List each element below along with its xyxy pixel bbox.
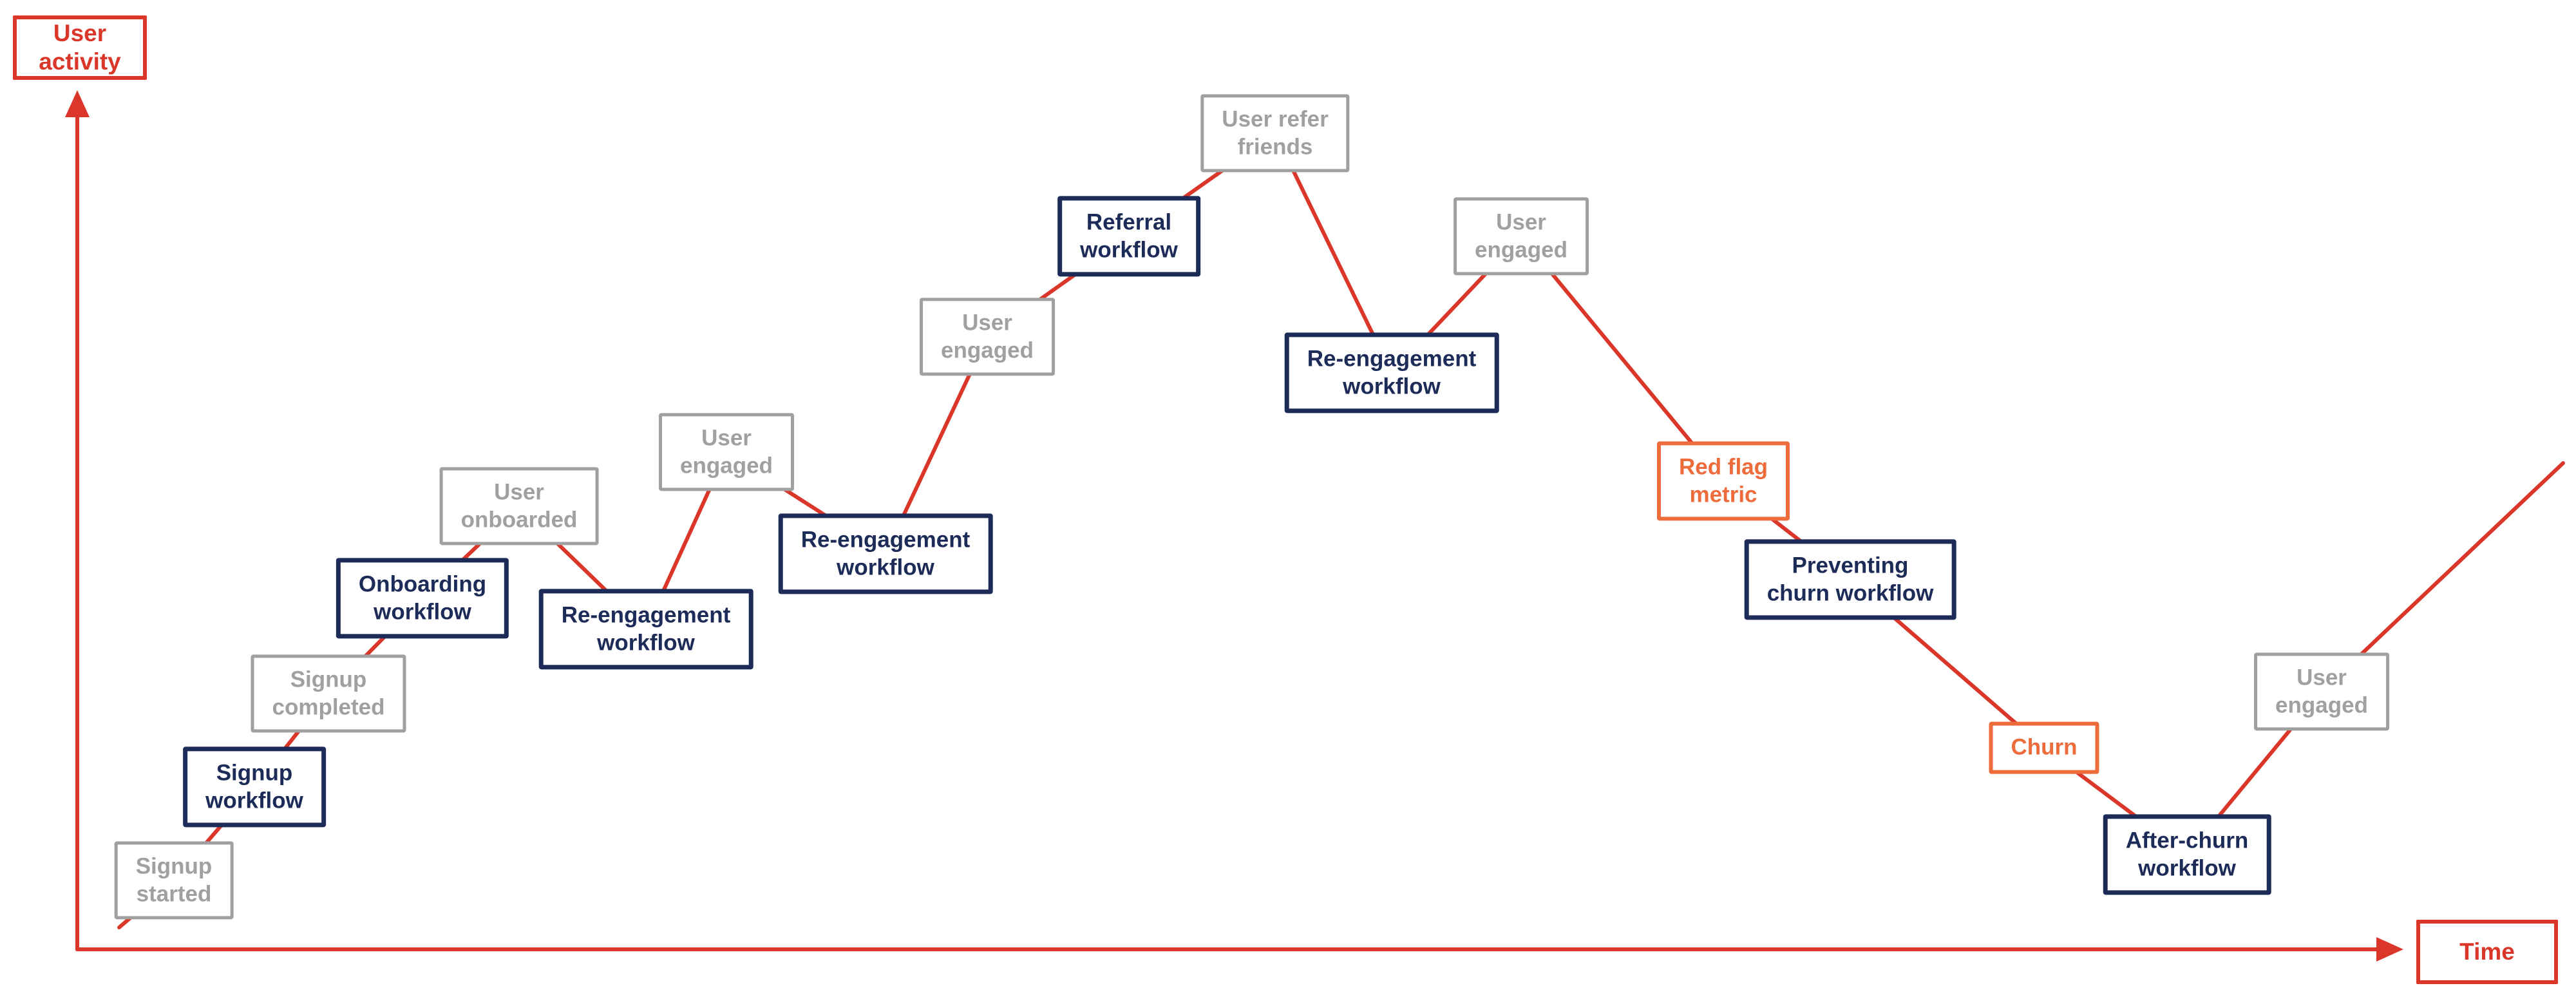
node-signup-workflow: Signup workflow	[183, 746, 326, 828]
node-user-engaged-1: User engaged	[659, 413, 794, 491]
node-user-onboarded: User onboarded	[439, 467, 599, 546]
node-referral-workflow: Referral workflow	[1057, 196, 1200, 277]
node-reengagement-workflow-1: Re-engagement workflow	[538, 589, 753, 670]
node-signup-started: Signup started	[114, 841, 234, 920]
y-axis-label: User activity	[13, 15, 147, 80]
node-reengagement-workflow-2: Re-engagement workflow	[778, 513, 993, 594]
y-axis-arrow-icon	[65, 90, 90, 117]
x-axis-label: Time	[2416, 920, 2558, 984]
node-user-engaged-4: User engaged	[2254, 652, 2389, 731]
node-signup-completed: Signup completed	[251, 654, 406, 733]
node-churn: Churn	[1989, 721, 2099, 774]
node-red-flag-metric: Red flag metric	[1656, 441, 1790, 521]
node-user-refer-friends: User refer friends	[1200, 94, 1350, 173]
node-user-engaged-3: User engaged	[1454, 197, 1589, 276]
node-preventing-churn-workflow: Preventing churn workflow	[1744, 539, 1956, 620]
node-after-churn-workflow: After-churn workflow	[2103, 814, 2271, 895]
x-axis-arrow-icon	[2376, 937, 2403, 962]
node-reengagement-workflow-3: Re-engagement workflow	[1284, 332, 1499, 413]
node-user-engaged-2: User engaged	[920, 298, 1055, 376]
node-onboarding-workflow: Onboarding workflow	[336, 558, 509, 639]
